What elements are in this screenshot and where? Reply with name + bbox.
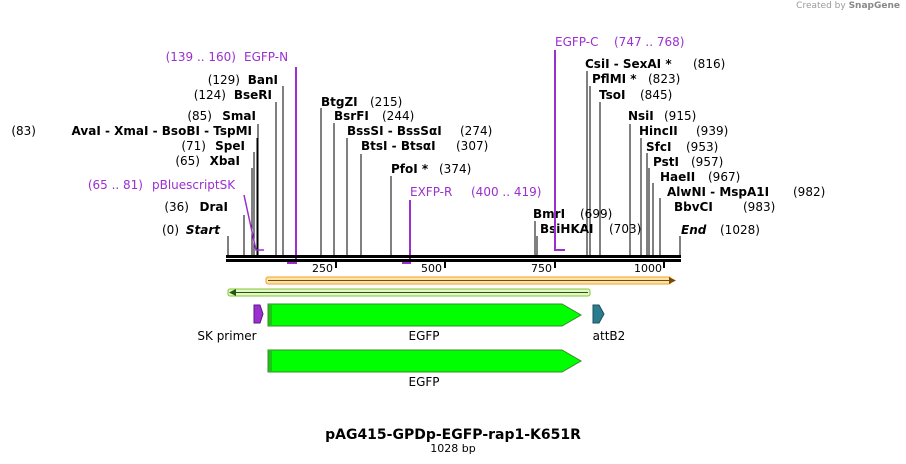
site-sfc1-name: SfcI (646, 140, 671, 154)
watermark-brand: SnapGene (848, 1, 900, 11)
feature-attb2-label: attB2 (593, 329, 626, 343)
site-spe1-name: SpeI (215, 139, 245, 153)
site-bts1-pos: (307) (456, 139, 488, 153)
backbone-strand-top (226, 255, 681, 258)
site-end-pos: (1028) (720, 223, 760, 237)
site-bsrf1-pos: (244) (382, 109, 414, 123)
site-pst1-name: PstI (653, 155, 679, 169)
site-hae2-pos: (967) (708, 170, 740, 184)
site-ban1-pos: (129) (208, 73, 240, 87)
site-bsihka1-pos: (703) (609, 222, 641, 236)
site-xba1-pos: (65) (175, 154, 200, 168)
site-nsi1-name: NsiI (628, 109, 654, 123)
primer-pbluescriptsk-range: (65 .. 81) (88, 178, 143, 192)
site-tso1-pos: (845) (640, 88, 672, 102)
site-alwn1-name: AlwNI - MspA1I (667, 185, 769, 199)
feature-sk-primer-arrow (253, 304, 264, 324)
site-bser1-pos: (124) (194, 88, 226, 102)
primer-egfp-n-range: (139 .. 160) (166, 50, 236, 64)
site-pst1-pos: (957) (691, 155, 723, 169)
site-csi1-pos: (816) (693, 57, 725, 71)
site-csi1-name: CsiI - SexAI * (585, 57, 672, 71)
site-bsihka1-name: BsiHKAI (540, 222, 594, 236)
site-bbvc1-name: BbvCI (674, 200, 713, 214)
site-pfo1-pos: (374) (439, 162, 471, 176)
watermark-created-by: Created by (796, 1, 846, 11)
backbone-strand-bottom (226, 259, 681, 262)
site-start-pos: (0) (162, 223, 179, 237)
primer-exfp-r-range: (400 .. 419) (471, 185, 541, 199)
ruler-label-250: 250 (312, 262, 333, 275)
site-xba1-name: XbaI (210, 154, 240, 168)
site-ava1-pos: (83) (11, 124, 36, 138)
site-sma1-name: SmaI (222, 109, 256, 123)
site-btgz1-name: BtgZI (321, 95, 358, 109)
site-nsi1-pos: (915) (664, 109, 696, 123)
feature-egfp-hatch (268, 305, 272, 325)
site-hinc2-pos: (939) (696, 124, 728, 138)
primer-egfp-c-name: EGFP-C (555, 35, 598, 49)
primer-exfp-r-mark (402, 200, 411, 264)
site-bmr1-name: BmrI (533, 207, 565, 221)
site-dra1-pos: (36) (164, 200, 189, 214)
orfs (227, 276, 676, 297)
primer-egfp-n-mark (287, 67, 297, 264)
site-bbvc1-pos: (983) (743, 200, 775, 214)
primer-pbluescriptsk-mark (243, 194, 264, 251)
snapgene-watermark: Created by SnapGene (796, 1, 900, 11)
site-bser1-name: BseRI (234, 88, 272, 102)
site-pfo1-name: PfoI * (391, 162, 429, 176)
ruler-label-500: 500 (421, 262, 442, 275)
site-bmr1-pos: (699) (580, 207, 612, 221)
site-pflm1-name: PflMI * (592, 72, 637, 86)
features: SK primer EGFP attB2 EGFP (197, 303, 626, 389)
primer-pbluescriptsk-name: pBluescriptSK (152, 178, 236, 192)
primer-egfp-c-range: (747 .. 768) (614, 35, 684, 49)
site-labels-right: BtgZI (215) BsrFI (244) BssSI - BssSαI (… (321, 57, 825, 237)
site-ban1-name: BanI (248, 73, 278, 87)
site-tso1-name: TsoI (599, 88, 625, 102)
site-ticks (227, 71, 681, 256)
site-sma1-pos: (85) (187, 109, 212, 123)
primer-egfp-n-name: EGFP-N (244, 50, 288, 64)
site-alwn1-pos: (982) (793, 185, 825, 199)
primer-egfp-c-mark (554, 50, 565, 251)
plasmid-length: 1028 bp (430, 442, 475, 455)
site-bsrf1-name: BsrFI (334, 109, 369, 123)
feature-egfp-2-arrow (267, 349, 582, 373)
site-bsss1-name: BssSI - BssSαI (347, 124, 442, 138)
feature-egfp-2-label: EGFP (408, 375, 439, 389)
site-labels-left: (0) Start (36) DraI (65) XbaI (71) SpeI … (11, 73, 278, 237)
primers: (139 .. 160) EGFP-N (65 .. 81) pBluescri… (88, 35, 684, 264)
site-dra1-name: DraI (200, 200, 228, 214)
site-bts1-name: BtsI - BtsαI (361, 139, 436, 153)
feature-sk-primer-label: SK primer (197, 329, 256, 343)
site-ava1-name: AvaI - XmaI - BsoBI - TspMI (72, 124, 252, 138)
site-spe1-pos: (71) (181, 139, 206, 153)
feature-attb2-arrow (592, 304, 605, 324)
ruler-label-1000: 1000 (634, 262, 662, 275)
site-btgz1-pos: (215) (370, 95, 402, 109)
orf-green-arrowhead (229, 289, 236, 296)
ruler-label-750: 750 (531, 262, 552, 275)
feature-egfp-arrow (267, 303, 582, 327)
site-bsss1-pos: (274) (460, 124, 492, 138)
site-start-name: Start (186, 223, 221, 237)
site-hinc2-name: HincII (639, 124, 678, 138)
site-end-name: End (681, 223, 707, 237)
site-sfc1-pos: (953) (686, 140, 718, 154)
plasmid-title: pAG415-GPDp-EGFP-rap1-K651R (325, 427, 581, 443)
feature-egfp-label: EGFP (408, 329, 439, 343)
orf-orange-arrowhead (669, 277, 676, 284)
feature-egfp-2-hatch (268, 351, 272, 371)
site-pflm1-pos: (823) (648, 72, 680, 86)
sequence-backbone: 250 500 750 1000 (226, 255, 681, 275)
primer-exfp-r-name: EXFP-R (410, 185, 452, 199)
site-hae2-name: HaeII (660, 170, 695, 184)
